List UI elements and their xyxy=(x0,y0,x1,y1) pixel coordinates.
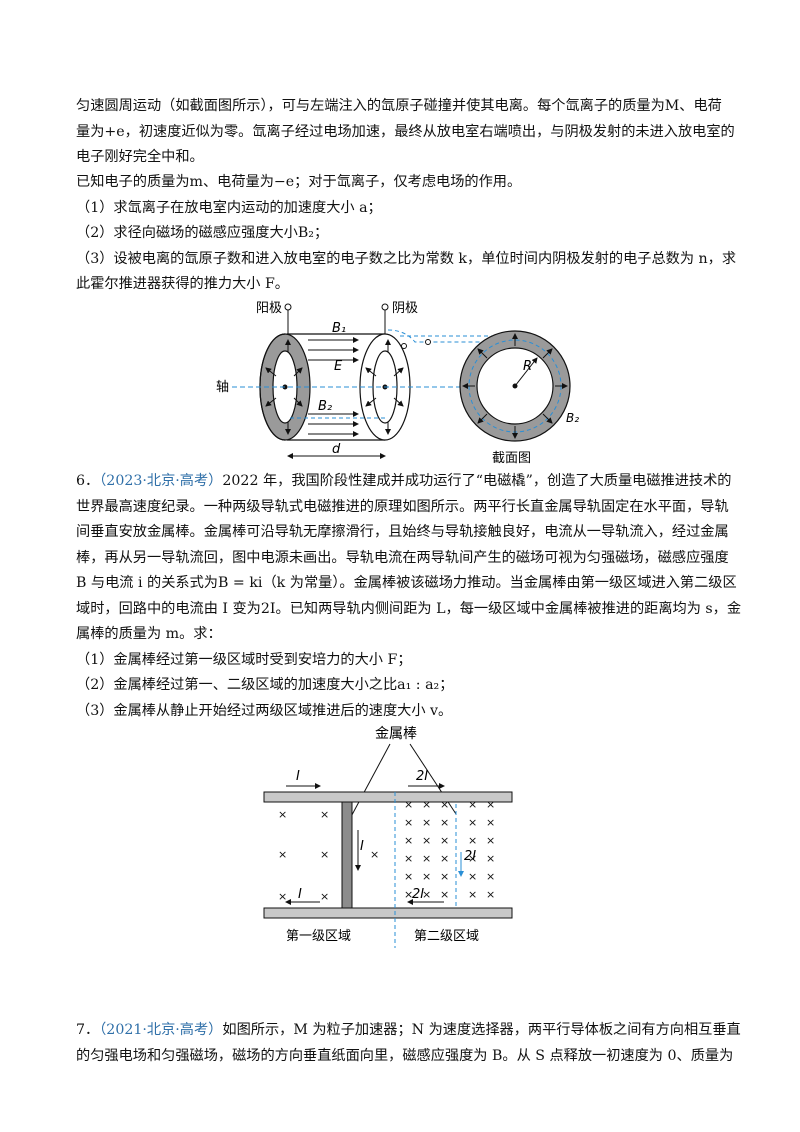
p5-line-4: 已知电子的质量为m、电荷量为−e；对于氙离子，仅考虑电场的作用。 xyxy=(76,174,522,190)
p6-text-1: 2022 年，我国阶段性建成并成功运行了“电磁橇”，创造了大质量电磁推进技术的 xyxy=(222,473,732,489)
region2-crosses: × × × × × × × × × × × × × × × × × × × × × × × × × × × × × × xyxy=(404,798,495,901)
p7-line-1: 7．（2021·北京·高考）如图所示，M 为粒子加速器；N 为速度选择器，两平行… xyxy=(76,1020,741,1040)
current-top-label: I xyxy=(296,769,300,784)
field-cross: × xyxy=(486,888,495,901)
d-label: d xyxy=(332,442,341,457)
field-cross: × xyxy=(486,852,495,865)
p6-line-4: 棒，再从另一导轨流回，图中电源未画出。导轨电流在两导轨间产生的磁场可视为匀强磁场… xyxy=(76,550,729,566)
anode-label: 阳极 xyxy=(256,301,282,316)
p6-source: （2023·北京·高考） xyxy=(99,473,223,489)
field-cross: × xyxy=(440,852,449,865)
hall-thruster-figure: 阳极 阴极 B₁ E B₂ 轴 d R B₂ 截面图 xyxy=(216,301,579,466)
current-2i-rod-label: 2I xyxy=(464,849,476,864)
p6-line-3: 间垂直安放金属棒。金属棒可沿导轨无摩擦滑行，且始终与导轨接触良好，电流从一导轨流… xyxy=(76,524,729,540)
field-cross: × xyxy=(422,870,431,883)
p6-number: 6． xyxy=(76,473,100,489)
p6-line-6: 域时，回路中的电流由 I 变为2I。已知两导轨内侧间距为 L，每一级区域中金属棒… xyxy=(76,601,742,617)
current-bottom-label: I xyxy=(298,887,302,902)
p6-question-3: （3）金属棒从静止开始经过两级区域推进后的速度大小 v。 xyxy=(76,703,453,719)
field-cross: × xyxy=(468,834,477,847)
region-2-label: 第二级区域 xyxy=(414,929,479,944)
field-cross: × xyxy=(278,890,287,903)
field-cross: × xyxy=(486,834,495,847)
p6-line-2: 世界最高速度纪录。一种两级导轨式电磁推进的原理如图所示。两平行长直金属导轨固定在… xyxy=(76,499,729,515)
field-cross: × xyxy=(468,888,477,901)
cathode-label: 阴极 xyxy=(392,301,418,316)
field-cross: × xyxy=(422,852,431,865)
field-cross: × xyxy=(278,808,287,821)
field-cross: × xyxy=(404,798,413,811)
p5-line-3: 电子刚好完全中和。 xyxy=(76,149,204,165)
p6-line-1: 6．（2023·北京·高考）2022 年，我国阶段性建成并成功运行了“电磁橇”，… xyxy=(76,471,732,491)
section-caption: 截面图 xyxy=(492,451,531,466)
b2-right-label: B₂ xyxy=(566,411,579,425)
field-cross: × xyxy=(320,808,329,821)
field-cross: × xyxy=(422,834,431,847)
field-cross: × xyxy=(440,888,449,901)
field-cross: × xyxy=(468,798,477,811)
p7-source: （2021·北京·高考） xyxy=(99,1022,223,1038)
field-cross: × xyxy=(486,798,495,811)
field-cross: × xyxy=(468,852,477,865)
axis-label: 轴 xyxy=(216,380,229,395)
field-cross: × xyxy=(404,816,413,829)
p5-question-3b: 此霍尔推进器获得的推力大小 F。 xyxy=(76,276,289,292)
e-label: E xyxy=(334,359,343,374)
field-cross: × xyxy=(440,834,449,847)
field-cross: × xyxy=(486,870,495,883)
field-cross: × xyxy=(370,848,379,861)
b1-label: B₁ xyxy=(332,321,346,336)
p5-line-2: 量为+e，初速度近似为零。氙离子经过电场加速，最终从放电室右端喷出，与阴极发射的… xyxy=(76,124,735,140)
p6-line-7: 属棒的质量为 m。求： xyxy=(76,626,222,642)
field-cross: × xyxy=(404,852,413,865)
field-cross: × xyxy=(320,890,329,903)
field-cross: × xyxy=(404,834,413,847)
field-cross: × xyxy=(320,848,329,861)
p7-text-1: 如图所示，M 为粒子加速器；N 为速度选择器，两平行导体板之间有方向相互垂直 xyxy=(222,1022,741,1038)
field-cross: × xyxy=(468,870,477,883)
r-label: R xyxy=(523,359,532,374)
field-cross: × xyxy=(404,888,413,901)
current-rod-label: I xyxy=(360,839,364,854)
field-cross: × xyxy=(468,816,477,829)
field-cross: × xyxy=(440,798,449,811)
field-cross: × xyxy=(278,848,287,861)
p5-question-1: （1）求氙离子在放电室内运动的加速度大小 a； xyxy=(76,200,382,216)
field-cross: × xyxy=(404,870,413,883)
current-2i-top-label: 2I xyxy=(416,769,428,784)
rail-figure: 金属棒 I 2I I 2I I 2I × × × × × × × ×××××××… xyxy=(263,726,513,948)
p5-question-2: （2）求径向磁场的磁感应强度大小B₂； xyxy=(76,225,329,241)
p6-question-1: （1）金属棒经过第一级区域时受到安培力的大小 F； xyxy=(76,652,412,668)
p5-line-1: 匀速圆周运动（如截面图所示），可与左端注入的氙原子碰撞并使其电离。每个氙离子的质… xyxy=(76,98,722,114)
p6-question-2: （2）金属棒经过第一、二级区域的加速度大小之比a₁ : a₂； xyxy=(76,677,454,693)
p5-question-3a: （3）设被电离的氙原子数和进入放电室的电子数之比为常数 k，单位时间内阴极发射的… xyxy=(76,251,737,267)
field-cross: × xyxy=(440,816,449,829)
p6-line-5: B 与电流 i 的关系式为B = ki（k 为常量）。金属棒被该磁场力推动。当金… xyxy=(76,575,737,591)
field-cross: × xyxy=(422,816,431,829)
p7-number: 7． xyxy=(76,1022,100,1038)
field-cross: × xyxy=(422,888,431,901)
p7-line-2: 的匀强电场和匀强磁场，磁场的方向垂直纸面向里，磁感应强度为 B。从 S 点释放一… xyxy=(76,1048,734,1064)
rod-label: 金属棒 xyxy=(375,726,417,742)
field-cross: × xyxy=(486,816,495,829)
current-2i-bottom-label: 2I xyxy=(412,887,424,902)
field-cross: × xyxy=(440,870,449,883)
b2-label: B₂ xyxy=(318,399,332,414)
region-1-label: 第一级区域 xyxy=(286,929,351,944)
field-cross: × xyxy=(422,798,431,811)
